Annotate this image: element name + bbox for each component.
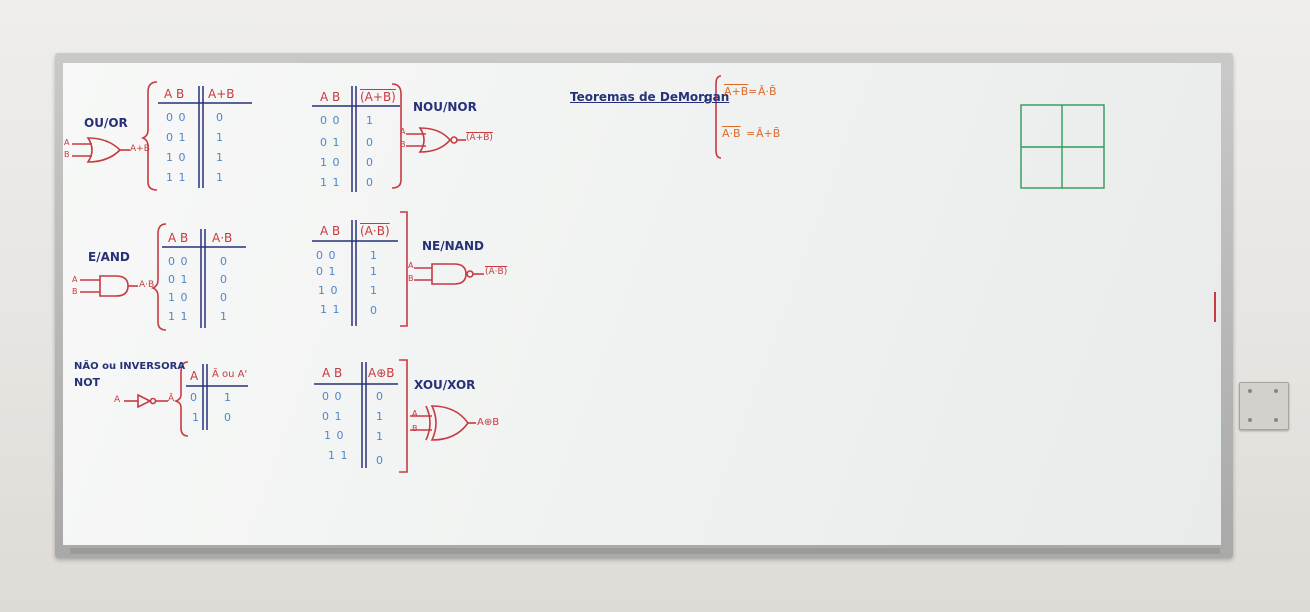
or-row-output: 1	[216, 131, 224, 144]
or-header-output: A+B	[208, 87, 235, 101]
demorgan-eq2-equals: =	[746, 127, 756, 140]
or-gate-input-a: A	[64, 138, 70, 147]
demorgan-colon: :	[703, 91, 708, 105]
whiteboard	[63, 63, 1221, 545]
nor-row-output: 0	[366, 156, 374, 169]
and-gate-label: E/AND	[88, 250, 130, 264]
screw-icon	[1274, 418, 1278, 422]
xor-header-inputs: A B	[322, 366, 343, 380]
demorgan-eq2-left: A·B	[722, 127, 741, 140]
not-gate-input-a: A	[114, 395, 121, 405]
nor-header-output: (A+B)	[360, 90, 396, 104]
xor-row-output: 1	[376, 410, 384, 423]
or-row-inputs: 1 0	[166, 151, 187, 164]
and-row-output: 0	[220, 291, 228, 304]
or-header-inputs: A B	[164, 87, 185, 101]
nor-row-inputs: 1 0	[320, 156, 341, 169]
and-row-output: 0	[220, 255, 228, 268]
demorgan-title: Teoremas de DeMorgan	[570, 90, 730, 104]
screw-icon	[1248, 389, 1252, 393]
xor-gate-input-b: B	[412, 424, 418, 433]
not-header-output: Ā ou A'	[212, 369, 248, 380]
and-row-inputs: 1 0	[168, 291, 189, 304]
nand-header-inputs: A B	[320, 224, 341, 238]
xor-gate-output: A⊕B	[477, 417, 500, 428]
or-gate-label: OU/OR	[84, 116, 128, 130]
nor-row-output: 1	[366, 114, 374, 127]
nand-row-output: 1	[370, 265, 378, 278]
nor-gate-input-b: B	[400, 140, 406, 149]
or-row-output: 1	[216, 151, 224, 164]
xor-row-inputs: 1 0	[324, 429, 345, 442]
nand-row-inputs: 0 1	[316, 265, 337, 278]
not-row-output: 1	[224, 391, 232, 404]
nor-gate-output: (A+B)	[466, 133, 493, 143]
nor-gate-input-a: A	[400, 127, 406, 136]
xor-row-inputs: 1 1	[328, 449, 349, 462]
not-row-inputs: 0	[190, 391, 198, 404]
nor-row-inputs: 1 1	[320, 176, 341, 189]
not-header-inputs: A	[190, 369, 199, 383]
nand-gate-input-a: A	[408, 261, 414, 270]
marker-tray	[70, 548, 1220, 554]
and-header-output: A·B	[212, 231, 233, 245]
xor-header-output: A⊕B	[368, 366, 395, 380]
and-gate-input-a: A	[72, 275, 78, 284]
nand-row-inputs: 1 1	[320, 303, 341, 316]
nor-row-inputs: 0 0	[320, 114, 341, 127]
or-gate-input-b: B	[64, 150, 70, 159]
xor-row-inputs: 0 0	[322, 390, 343, 403]
demorgan-eq1-right: Ā·B̄	[758, 85, 777, 98]
and-row-output: 1	[220, 310, 228, 323]
nor-row-output: 0	[366, 176, 374, 189]
xor-row-inputs: 0 1	[322, 410, 343, 423]
not-row-output: 0	[224, 411, 232, 424]
xor-row-output: 0	[376, 454, 384, 467]
wall-outlet-plate	[1239, 382, 1289, 430]
demorgan-eq1-left: A+B	[724, 85, 749, 98]
nand-row-inputs: 0 0	[316, 249, 337, 262]
and-gate-output: A·B	[139, 280, 155, 290]
nand-gate-output: (A·B)	[485, 267, 508, 277]
screw-icon	[1274, 389, 1278, 393]
not-gate-output: Ā	[168, 394, 175, 404]
nand-row-output: 1	[370, 249, 378, 262]
nand-row-output: 1	[370, 284, 378, 297]
nor-row-output: 0	[366, 136, 374, 149]
nand-gate-label: NE/NAND	[422, 239, 484, 253]
nand-header-output: (A·B)	[360, 224, 390, 238]
or-row-output: 1	[216, 171, 224, 184]
demorgan-eq2-right: Ā+B̄	[756, 127, 781, 140]
xor-gate-label: XOU/XOR	[414, 378, 476, 392]
or-row-output: 0	[216, 111, 224, 124]
or-row-inputs: 1 1	[166, 171, 187, 184]
nand-gate-input-b: B	[408, 274, 414, 283]
nor-row-inputs: 0 1	[320, 136, 341, 149]
and-gate-input-b: B	[72, 287, 78, 296]
nor-header-inputs: A B	[320, 90, 341, 104]
nand-row-inputs: 1 0	[318, 284, 339, 297]
not-gate-label-alt: NOT	[74, 376, 101, 389]
or-row-inputs: 0 1	[166, 131, 187, 144]
nor-gate-label: NOU/NOR	[413, 100, 477, 114]
xor-gate-input-a: A	[412, 409, 418, 418]
not-gate-label: NÃO ou INVERSORA	[74, 361, 186, 372]
or-gate-output: A+B	[130, 144, 150, 154]
xor-row-output: 1	[376, 430, 384, 443]
xor-row-output: 0	[376, 390, 384, 403]
demorgan-eq1-equals: =	[748, 85, 758, 98]
not-row-inputs: 1	[192, 411, 200, 424]
and-row-inputs: 1 1	[168, 310, 189, 323]
and-row-output: 0	[220, 273, 228, 286]
screw-icon	[1248, 418, 1252, 422]
nand-row-output: 0	[370, 304, 378, 317]
and-row-inputs: 0 1	[168, 273, 189, 286]
and-row-inputs: 0 0	[168, 255, 189, 268]
or-row-inputs: 0 0	[166, 111, 187, 124]
and-header-inputs: A B	[168, 231, 189, 245]
